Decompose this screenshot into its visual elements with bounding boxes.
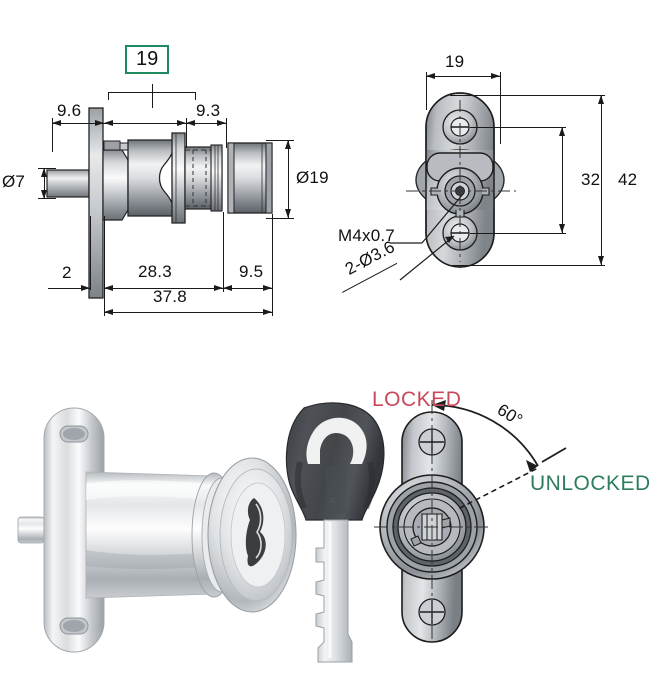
dim-dia7: Ø7 xyxy=(2,172,26,191)
dim-37-8-arrow-right xyxy=(263,308,272,315)
dim-19: 19 xyxy=(445,52,465,71)
dim-dia19-ext-bottom xyxy=(266,218,294,219)
callout-bracket-left-tick xyxy=(108,92,109,100)
dim-28-3-arrow-right xyxy=(214,284,223,291)
bottom-left-photo: K xyxy=(0,380,385,694)
dim-42-arrow-down xyxy=(597,256,604,265)
dim-32-line xyxy=(562,127,563,233)
ext-line-right-end xyxy=(272,214,273,316)
top-right-view: 19 32 42 M4x0.7 2-Ø3.6 xyxy=(330,0,657,360)
dim-dia19: Ø19 xyxy=(296,168,329,187)
dim-37-8: 37.8 xyxy=(153,287,187,306)
dim-28-3-arrow-left xyxy=(104,284,113,291)
dim-9-6-ext-left xyxy=(52,118,53,152)
dim-dia19-ext-top xyxy=(266,140,294,141)
dim-9-3: 9.3 xyxy=(196,101,221,120)
dim-9-3-ext-right xyxy=(226,118,227,148)
callout-19-label: 19 xyxy=(125,45,170,74)
dim-dia7-arrow-down xyxy=(40,190,47,199)
dim-2-line xyxy=(48,288,90,289)
dim-42: 42 xyxy=(618,170,638,189)
dim-9-5-line xyxy=(223,288,272,289)
callout-leader-vertical xyxy=(152,84,153,108)
dim-dia7-line xyxy=(44,168,45,199)
dim-19-arrow-left xyxy=(104,119,113,126)
dim-dia19-arrow-up xyxy=(284,140,291,149)
lock-and-key-render: K xyxy=(17,402,385,663)
ext-line-mid xyxy=(223,212,224,292)
dim-32: 32 xyxy=(581,170,601,189)
dim-42-arrow-up xyxy=(597,95,604,104)
dim-19-ext-left xyxy=(426,72,427,110)
side-section-geometry xyxy=(46,107,273,299)
dim-9-6-arrow-left xyxy=(52,119,61,126)
dim-dia7-ext-bottom xyxy=(38,198,56,199)
callout-bracket-horizontal xyxy=(108,92,196,93)
dim-2: 2 xyxy=(62,263,72,282)
dim-37-8-arrow-left xyxy=(104,308,113,315)
svg-text:K: K xyxy=(328,497,338,503)
dim-2-arrow-right xyxy=(81,284,90,291)
dim-dia7-arrow-up xyxy=(40,168,47,177)
dim-19-arrow-right xyxy=(491,72,500,79)
dim-42-ext-bottom xyxy=(450,265,605,266)
dim-9-3-arrow-left xyxy=(186,119,195,126)
dim-9-5-arrow-left xyxy=(223,284,232,291)
dim-9-6: 9.6 xyxy=(57,101,82,120)
dim-9-3-arrow-right xyxy=(217,119,226,126)
dim-9-3-line xyxy=(186,123,226,124)
dim-37-8-line xyxy=(104,312,272,313)
ext-line-flange-back xyxy=(90,216,91,290)
dim-32-arrow-up xyxy=(558,127,565,136)
bottom-right-view: LOCKED 60° UNLOCKED xyxy=(370,380,657,694)
dim-42-line xyxy=(601,95,602,265)
unlocked-label: UNLOCKED xyxy=(530,472,651,495)
ext-line-flange-face xyxy=(104,216,105,316)
dim-19-span-line xyxy=(104,123,186,124)
locked-label: LOCKED xyxy=(372,388,462,411)
front-plan-geometry xyxy=(390,92,516,281)
dim-9-3-ext-left xyxy=(186,118,187,148)
dim-19-arrow-right xyxy=(177,119,186,126)
dim-9-5-arrow-right xyxy=(263,284,272,291)
rotation-diagram-geometry xyxy=(374,400,567,643)
dim-28-3: 28.3 xyxy=(138,262,172,281)
dim-9-5: 9.5 xyxy=(239,262,264,281)
callout-m4: M4x0.7 xyxy=(338,226,395,245)
dim-19-arrow-left xyxy=(426,72,435,79)
callout-bracket-right-tick xyxy=(195,92,196,100)
dim-19-line-top xyxy=(426,76,500,77)
callout-19-box: 19 xyxy=(125,45,170,74)
dim-42-ext-top xyxy=(450,95,605,96)
dim-dia19-arrow-down xyxy=(284,209,291,218)
dim-32-arrow-down xyxy=(558,224,565,233)
dim-19-ext-right xyxy=(500,72,501,144)
dim-32-ext-bottom xyxy=(470,233,566,234)
dim-28-3-line xyxy=(104,288,223,289)
dim-9-6-arrow-right xyxy=(95,119,104,126)
dim-9-6-line xyxy=(52,123,104,124)
dim-dia19-line xyxy=(288,140,289,218)
top-left-view: 19 xyxy=(0,0,330,360)
dim-dia7-ext-top xyxy=(38,168,56,169)
dim-32-ext-top xyxy=(470,127,566,128)
